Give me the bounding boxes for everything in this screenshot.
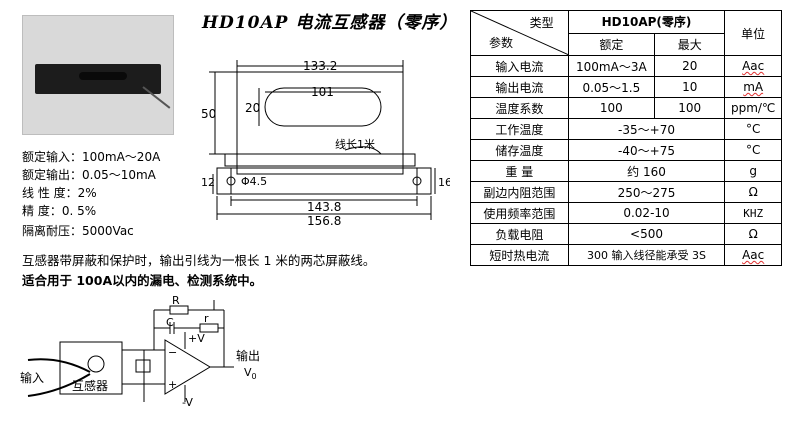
row-param: 使用频率范围: [470, 202, 569, 224]
dim-height: 50: [201, 107, 216, 121]
dim-left-height: 12: [201, 176, 215, 189]
output-v-label: V0: [244, 366, 257, 381]
row-unit: Aac: [724, 55, 782, 77]
row-rated: 0.02-10: [567, 202, 726, 224]
max-header: 最大: [654, 32, 726, 56]
row-param: 储存温度: [470, 139, 569, 161]
resistor-R: [169, 305, 189, 315]
table-row: 输出电流 0.05～1.5 10 mA: [470, 76, 782, 98]
shield-note: 互感器带屏蔽和保护时，输出引线为一根长 1 米的两芯屏蔽线。: [22, 253, 376, 268]
dimension-drawing: 133.2 101 20 50 线长1米 Φ4.5 12 16 143.8 15…: [201, 59, 450, 228]
product-photo: [22, 15, 174, 135]
opamp-plus: +: [168, 378, 177, 391]
spec-line: 额定输出：0.05～10mA: [22, 168, 156, 182]
dim-hole-dia: Φ4.5: [241, 175, 267, 188]
transformer-label: 互感器: [72, 378, 108, 393]
mount-hole-left: [226, 176, 236, 186]
dim-top-width: 133.2: [303, 59, 337, 73]
top-view-flange: [224, 153, 416, 167]
model-header: HD10AP(零序): [567, 10, 726, 34]
resistor-r-label: r: [204, 312, 209, 325]
dim-right-height: 16: [438, 176, 450, 189]
row-param: 副边内阻范围: [470, 181, 569, 203]
row-param: 负载电阻: [470, 223, 569, 245]
top-view-outline: [236, 71, 404, 175]
row-unit: °C: [724, 139, 782, 161]
product-body-image: [35, 64, 161, 94]
table-row: 工作温度 -35～+70 °C: [470, 118, 782, 140]
row-rated: 100: [567, 97, 656, 119]
row-rated: 250～275: [567, 181, 726, 203]
row-rated: 约 160: [567, 160, 726, 182]
diode-pair: [135, 359, 151, 373]
spec-line: 精 度：0. 5%: [22, 204, 97, 218]
capacitor-label: C: [166, 316, 174, 329]
spec-line: 隔离耐压：5000Vac: [22, 224, 134, 238]
row-unit: Ω: [724, 181, 782, 203]
dim-outer-length: 156.8: [307, 214, 341, 228]
rated-header: 额定: [567, 32, 656, 56]
spec-line: 线 性 度：2%: [22, 186, 97, 200]
row-param: 工作温度: [470, 118, 569, 140]
slot-outline: [264, 87, 382, 127]
table-row: 负载电阻 <500 Ω: [470, 223, 782, 245]
row-unit: mA: [724, 76, 782, 98]
input-label: 输入: [20, 370, 44, 385]
resistor-r: [199, 323, 219, 333]
table-row: 储存温度 -40～+75 °C: [470, 139, 782, 161]
dim-slot-width: 101: [311, 85, 334, 99]
row-max: 20: [654, 55, 726, 77]
dim-slot-height: 20: [245, 101, 260, 115]
spec-table: 类型 参数 HD10AP(零序) 单位 额定 最大 输入电流 100mA～3A …: [470, 10, 782, 266]
row-unit: g: [724, 160, 782, 182]
table-row: 使用频率范围 0.02-10 KHZ: [470, 202, 782, 224]
spec-line: 额定输入：100mA～20A: [22, 150, 161, 164]
dim-lead-length: 线长1米: [335, 137, 375, 151]
mount-hole-right: [412, 176, 422, 186]
row-max: 10: [654, 76, 726, 98]
row-param: 输出电流: [470, 76, 569, 98]
row-rated: 0.05～1.5: [567, 76, 656, 98]
row-param: 重 量: [470, 160, 569, 182]
opamp-triangle: [164, 339, 211, 395]
row-rated: <500: [567, 223, 726, 245]
row-rated: -40～+75: [567, 139, 726, 161]
side-view-outline: [216, 167, 432, 195]
row-param: 输入电流: [470, 55, 569, 77]
table-row: 短时热电流 300 输入线径能承受 3S Aac: [470, 244, 782, 266]
row-unit: ppm/℃: [724, 97, 782, 119]
resistor-R-label: R: [172, 294, 180, 307]
row-rated: -35～+70: [567, 118, 726, 140]
circuit-diagram: 输入 互感器 R C r +V -V − + 输出 V0: [20, 294, 260, 409]
transformer-box: [59, 341, 123, 395]
table-row: 输入电流 100mA～3A 20 Aac: [470, 55, 782, 77]
unit-header: 单位: [724, 10, 782, 56]
row-rated: 300 输入线径能承受 3S: [567, 244, 726, 266]
row-rated: 100mA～3A: [567, 55, 656, 77]
page-title: HD10AP 电流互感器（零序）: [202, 13, 458, 33]
output-label: 输出: [236, 348, 260, 363]
table-row: 重 量 约 160 g: [470, 160, 782, 182]
table-row: 副边内阻范围 250～275 Ω: [470, 181, 782, 203]
opamp-minus: −: [168, 346, 177, 359]
row-max: 100: [654, 97, 726, 119]
table-corner-header: 类型 参数: [470, 10, 569, 56]
type-label: 类型: [529, 16, 554, 30]
param-label: 参数: [489, 36, 514, 50]
transformer-core: [87, 355, 105, 373]
row-unit: Ω: [724, 223, 782, 245]
dim-inner-length: 143.8: [307, 200, 341, 214]
neg-supply-label: -V: [182, 396, 193, 409]
pos-supply-label: +V: [188, 332, 205, 345]
row-unit: Aac: [724, 244, 782, 266]
application-note: 适合用于 100A以内的漏电、检测系统中。: [22, 273, 263, 288]
row-param: 温度系数: [470, 97, 569, 119]
table-row: 温度系数 100 100 ppm/℃: [470, 97, 782, 119]
row-param: 短时热电流: [470, 244, 569, 266]
row-unit: °C: [724, 118, 782, 140]
row-unit: KHZ: [724, 202, 782, 224]
